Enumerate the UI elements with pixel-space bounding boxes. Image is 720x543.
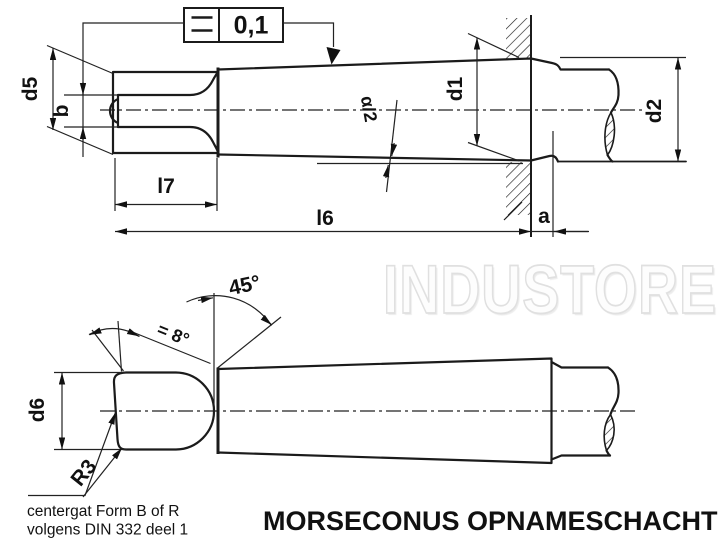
dim-d5: d5	[19, 44, 114, 156]
taper-bottom-edge	[216, 153, 560, 163]
tolerance-value: 0,1	[234, 12, 269, 40]
dim-label-b: b	[50, 105, 73, 118]
dim-label-l7: l7	[157, 175, 175, 198]
shank-step-2	[550, 360, 612, 461]
break-section-lens-2	[603, 412, 615, 453]
watermark: INDUSTORE	[382, 251, 717, 329]
break-curve-top	[607, 68, 620, 114]
dim-d2: d2	[560, 56, 686, 162]
dim-label-8: = 8°	[154, 319, 192, 350]
tang-bottom-fillet	[116, 125, 220, 154]
tolerance-frame: 0,1	[82, 7, 341, 157]
socket-hatch-stray	[503, 201, 523, 221]
break-section-lens	[604, 110, 616, 157]
dim-alpha-half: α/2	[317, 94, 523, 193]
centergat-leader	[28, 412, 117, 497]
tang-top-fillet	[116, 69, 220, 97]
tolerance-leader-left	[82, 22, 184, 157]
socket-hatch-lower	[506, 162, 531, 215]
socket-hatch-upper	[506, 18, 531, 60]
break-curve-top-2	[606, 366, 620, 416]
page-title: MORSECONUS OPNAMESCHACHT	[263, 506, 718, 536]
taper-top-edge	[216, 57, 611, 71]
tolerance-frame-box	[183, 7, 284, 43]
break-curve-bottom	[606, 153, 614, 163]
dim-label-d5: d5	[19, 76, 42, 101]
dim-a: a	[531, 131, 589, 237]
dim-l7: l7	[114, 158, 218, 211]
dim-label-alpha-half: α/2	[357, 94, 381, 123]
dim-label-l6: l6	[316, 207, 334, 230]
dim-angle-45: 45°	[186, 271, 282, 417]
view-flat: d6 45° = 8°	[26, 271, 638, 498]
tang-end-face	[108, 93, 120, 129]
dim-l6: l6	[115, 207, 531, 235]
note-line-1: centergat Form B of R	[27, 503, 179, 520]
dim-label-a: a	[538, 205, 550, 228]
dim-angle-8: = 8°	[88, 319, 211, 372]
tolerance-leader-right	[283, 22, 335, 47]
dim-label-d2: d2	[643, 99, 666, 124]
dim-label-d1: d1	[444, 76, 467, 101]
dim-label-d6: d6	[26, 398, 49, 423]
dim-label-r3: R3	[67, 455, 102, 490]
datum-triangle	[326, 47, 341, 65]
dim-label-45: 45°	[227, 271, 263, 300]
dim-d1: d1	[444, 32, 520, 162]
taper-outline-2	[216, 357, 553, 465]
shank-small-end-outline	[111, 70, 220, 155]
leaders-r3-centergat: R3	[28, 412, 123, 498]
r3-leader	[82, 447, 123, 498]
break-curve-bottom-2	[605, 449, 612, 457]
view-side: 0,1 d5 b l7	[19, 7, 687, 237]
parallelism-symbol	[191, 16, 213, 32]
dim-b: b	[50, 82, 118, 140]
note-line-2: volgens DIN 332 deel 1	[27, 522, 188, 539]
